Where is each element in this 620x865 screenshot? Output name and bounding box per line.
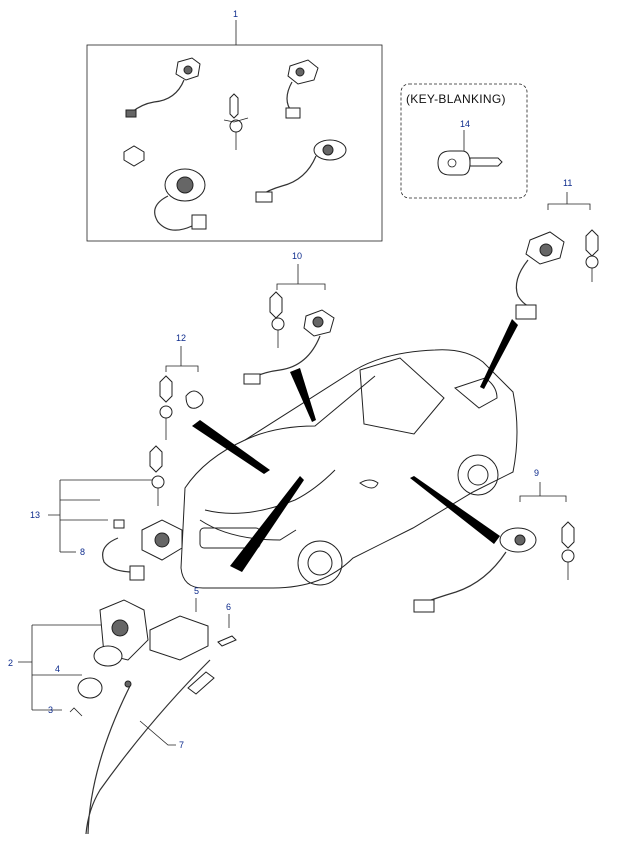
callout-12[interactable]: 12 (176, 333, 186, 343)
callout-14[interactable]: 14 (460, 119, 470, 129)
key-blanking-label: (KEY-BLANKING) (406, 92, 506, 106)
lock-group-12: 12 (159, 333, 204, 440)
callout-8[interactable]: 8 (80, 547, 85, 557)
key-blank-head (437, 150, 471, 176)
callout-13[interactable]: 13 (30, 510, 40, 520)
lock-group-11: 11 (515, 178, 599, 320)
callout-7[interactable]: 7 (179, 740, 184, 750)
key-blanking-group: (KEY-BLANKING) 14 (400, 83, 528, 199)
callout-9[interactable]: 9 (534, 468, 539, 478)
callout-1[interactable]: 1 (233, 9, 238, 19)
vehicle-body (180, 349, 518, 589)
ignition-assembly: 2 3 4 5 6 7 (8, 586, 237, 835)
rear-wheel (457, 454, 499, 496)
lock-cable (85, 659, 211, 835)
callout-11[interactable]: 11 (563, 178, 572, 188)
lock-set-group-1: 1 (86, 9, 383, 242)
vehicle-outline (180, 349, 518, 589)
lock-group-9: 9 (413, 468, 575, 613)
key-blank-blade (469, 157, 503, 167)
callout-10[interactable]: 10 (292, 251, 302, 261)
lock-group-13: 13 8 (30, 445, 183, 581)
vehicle-window (359, 357, 445, 435)
ignition-bracket (149, 615, 209, 661)
callout-2[interactable]: 2 (8, 658, 13, 668)
lock-group-10: 10 (243, 251, 335, 385)
callout-6[interactable]: 6 (226, 602, 231, 612)
lock-set-box (86, 44, 383, 242)
callout-3[interactable]: 3 (48, 705, 53, 715)
callout-4[interactable]: 4 (55, 664, 60, 674)
front-wheel (297, 540, 343, 586)
callout-5[interactable]: 5 (194, 586, 199, 596)
key-blanking-box (400, 83, 528, 199)
